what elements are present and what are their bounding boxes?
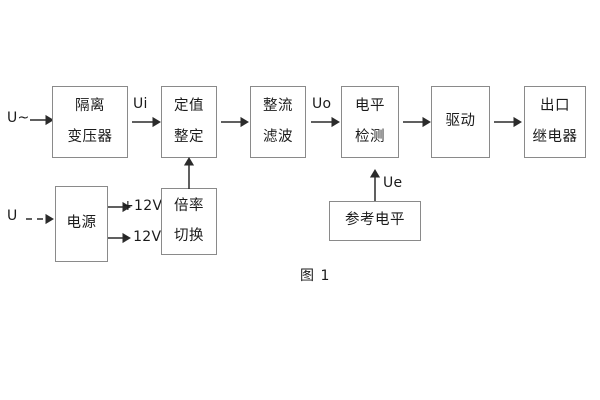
block-drive-line1: 驱动: [445, 113, 476, 130]
block-output-relay-line2: 继电器: [532, 128, 578, 145]
arrow-power-supply-negative-rail: [108, 232, 131, 244]
block-rectify-filter[interactable]: 整流 滤波: [250, 86, 306, 158]
arrow-setting-value-to-rectify-filter: [221, 116, 249, 128]
arrow-rectify-filter-to-level-detect: [311, 116, 340, 128]
block-isolation-transformer-line1: 隔离: [75, 98, 105, 115]
arrow-level-detect-to-drive: [403, 116, 431, 128]
arrow-dc-input-to-power-supply: [26, 213, 54, 225]
block-level-detect-line2: 检测: [355, 128, 385, 145]
block-output-relay-line1: 出口: [540, 98, 570, 115]
block-isolation-transformer[interactable]: 隔离 变压器: [52, 86, 128, 158]
signal-label-ue: Ue: [383, 175, 403, 191]
block-rectify-filter-line2: 滤波: [263, 128, 293, 145]
block-level-detect-line1: 电平: [355, 98, 385, 115]
block-multiplier-switch-line2: 切换: [174, 228, 204, 244]
block-multiplier-switch[interactable]: 倍率 切换: [161, 188, 217, 255]
arrow-ac-input-to-isolation-transformer: [30, 114, 54, 126]
arrow-multiplier-switch-to-setting-value: [183, 157, 195, 189]
arrow-isolation-transformer-to-setting-value: [132, 116, 161, 128]
block-level-detect[interactable]: 电平 检测: [341, 86, 399, 158]
block-output-relay[interactable]: 出口 继电器: [524, 86, 586, 158]
figure-caption: 图 1: [300, 268, 331, 284]
block-setting-value-line1: 定值: [174, 98, 204, 115]
block-setting-value[interactable]: 定值 整定: [161, 86, 217, 158]
block-setting-value-line2: 整定: [174, 128, 204, 145]
dc-input-label: U: [7, 208, 18, 224]
block-isolation-transformer-line2: 变压器: [67, 128, 113, 145]
rail-label-positive: +12V: [122, 198, 163, 214]
signal-label-ui: Ui: [133, 96, 148, 112]
block-drive[interactable]: 驱动: [431, 86, 490, 158]
block-power-supply-line1: 电源: [66, 215, 97, 232]
block-rectify-filter-line1: 整流: [263, 98, 293, 115]
ac-input-label: U~: [7, 110, 30, 126]
arrow-drive-to-output-relay: [494, 116, 522, 128]
arrow-power-supply-positive-rail: [108, 201, 131, 213]
block-reference-level[interactable]: 参考电平: [329, 201, 421, 241]
block-power-supply[interactable]: 电源: [55, 186, 108, 262]
signal-label-uo: Uo: [312, 96, 332, 112]
block-reference-level-line1: 参考电平: [345, 212, 405, 229]
rail-label-negative: - 12V: [123, 229, 162, 245]
arrow-reference-level-to-level-detect: [369, 169, 381, 201]
block-multiplier-switch-line1: 倍率: [174, 197, 204, 214]
